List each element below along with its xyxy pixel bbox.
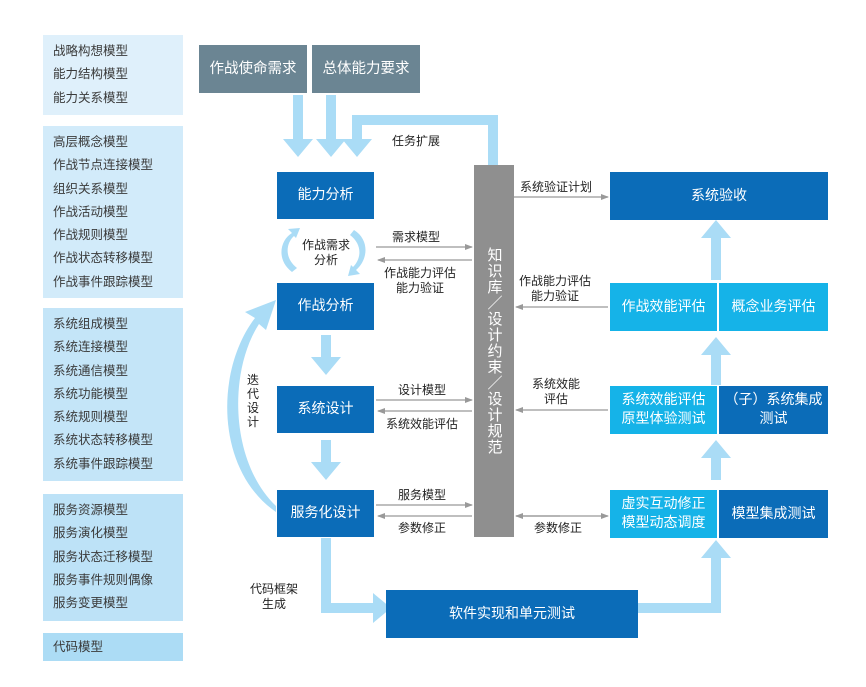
- ops-analysis-box: 作战分析: [277, 283, 374, 330]
- arrow-down-sys-to-service: [311, 440, 341, 480]
- arrow-up-integration: [701, 440, 731, 480]
- model-item: 组织关系模型: [53, 180, 129, 196]
- model-item: 系统组成模型: [53, 316, 129, 331]
- sys-effectiveness-eval-left-label: 系统效能评估: [386, 417, 459, 431]
- subsystem-integration-box: （子）系统集成 测试: [719, 386, 828, 434]
- model-item: 服务演化模型: [53, 525, 129, 541]
- sys-verification-plan-label: 系统验证计划: [520, 180, 593, 194]
- knowledge-base-bar: 知识库／设计约束／设计规范: [474, 165, 514, 537]
- model-item: 作战节点连接模型: [53, 157, 154, 173]
- model-item: 作战状态转移模型: [53, 250, 154, 266]
- model-item: 系统功能模型: [53, 385, 129, 401]
- model-item: 系统连接模型: [53, 339, 129, 355]
- cycle-arrow-right: [348, 230, 366, 276]
- param-correction-right-label: 参数修正: [534, 521, 583, 535]
- panel-operational-models: 高层概念模型 作战节点连接模型 组织关系模型 作战活动模型 作战规则模型 作战状…: [43, 126, 183, 298]
- cycle-arrow-left: [281, 228, 300, 272]
- software-impl-box: 软件实现和单元测试: [386, 590, 638, 638]
- arrow-iterative-design: [227, 300, 276, 512]
- model-item: 服务变更模型: [53, 595, 129, 611]
- ops-capability-eval-left-label: 作战能力评估 能力验证: [384, 266, 457, 295]
- model-item: 服务状态迁移模型: [53, 548, 154, 564]
- system-acceptance-box: 系统验收: [610, 172, 828, 220]
- model-item: 作战事件跟踪模型: [53, 273, 154, 289]
- arrow-code-framework: [321, 538, 391, 623]
- arrow-impl-to-integration: [638, 540, 731, 613]
- arrow-down-ops-to-sys: [311, 335, 341, 375]
- code-framework-label: 代码框架 生成: [250, 582, 299, 611]
- ops-capability-eval-right-label: 作战能力评估 能力验证: [519, 274, 592, 303]
- design-model-label: 设计模型: [398, 383, 447, 397]
- sys-effectiveness-eval-right-label: 系统效能 评估: [532, 377, 581, 406]
- virtual-real-correction-box: 虚实互动修正 模型动态调度: [610, 490, 717, 538]
- service-model-label: 服务模型: [398, 488, 447, 502]
- model-item: 高层概念模型: [53, 134, 129, 149]
- service-design-box: 服务化设计: [277, 490, 374, 537]
- iterative-design-label: 迭代设计: [246, 373, 259, 429]
- arrow-task-expansion: [342, 115, 498, 165]
- concept-business-eval-box: 概念业务评估: [719, 283, 828, 331]
- param-correction-left-label: 参数修正: [398, 521, 447, 535]
- model-item: 系统规则模型: [53, 409, 129, 425]
- mission-requirement-box: 作战使命需求: [199, 45, 307, 93]
- model-item: 能力结构模型: [53, 66, 129, 82]
- model-item: 代码模型: [53, 639, 104, 654]
- model-item: 作战规则模型: [53, 227, 129, 243]
- model-item: 服务资源模型: [53, 502, 129, 517]
- system-design-box: 系统设计: [277, 386, 374, 433]
- arrow-down-capability: [316, 95, 346, 157]
- model-item: 服务事件规则偶像: [53, 571, 154, 587]
- ops-requirement-analysis-label: 作战需求 分析: [301, 238, 350, 267]
- ops-effectiveness-eval-box: 作战效能评估: [610, 283, 717, 331]
- sys-effectiveness-proto-box: 系统效能评估 原型体验测试: [610, 386, 717, 434]
- req-model-label: 需求模型: [392, 230, 441, 244]
- model-item: 能力关系模型: [53, 89, 129, 105]
- arrow-up-acceptance: [701, 220, 731, 280]
- model-item: 战略构想模型: [53, 43, 129, 58]
- arrow-down-mission: [283, 95, 313, 157]
- panel-service-models: 服务资源模型 服务演化模型 服务状态迁移模型 服务事件规则偶像 服务变更模型: [43, 494, 183, 621]
- knowledge-base-label: 知识库／设计约束／设计规范: [485, 247, 504, 455]
- panel-code-models: 代码模型: [43, 633, 183, 661]
- arrow-up-subsystem: [701, 337, 731, 385]
- model-item: 作战活动模型: [53, 203, 129, 219]
- model-item: 系统状态转移模型: [53, 432, 154, 448]
- capability-analysis-box: 能力分析: [277, 172, 374, 219]
- panel-strategy-models: 战略构想模型 能力结构模型 能力关系模型: [43, 35, 183, 115]
- panel-system-models: 系统组成模型 系统连接模型 系统通信模型 系统功能模型 系统规则模型 系统状态转…: [43, 308, 183, 481]
- model-item: 系统事件跟踪模型: [53, 455, 154, 471]
- model-integration-box: 模型集成测试: [719, 490, 828, 538]
- capability-requirement-box: 总体能力要求: [312, 45, 420, 93]
- model-item: 系统通信模型: [53, 362, 129, 378]
- task-expansion-label: 任务扩展: [392, 134, 441, 148]
